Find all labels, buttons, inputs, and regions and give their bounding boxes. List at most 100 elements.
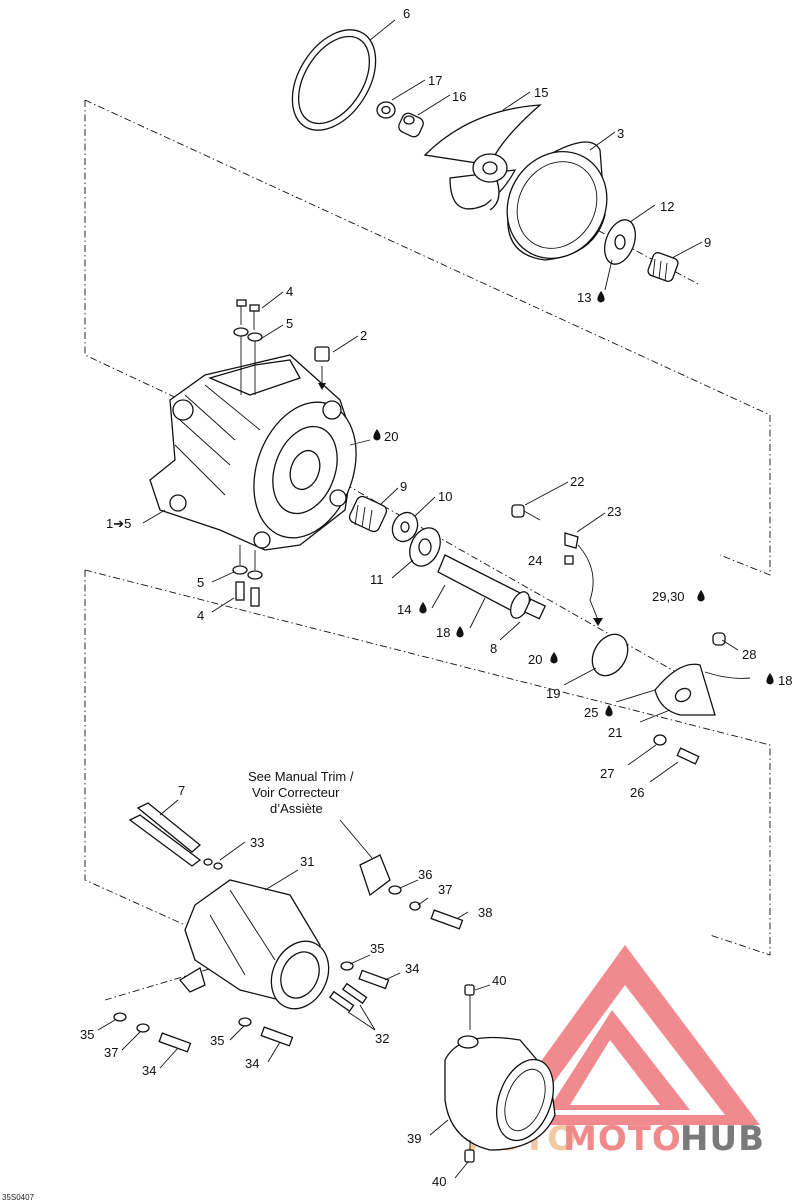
callout-34-right: 34 bbox=[405, 961, 419, 976]
part-4-5-screws-top bbox=[233, 299, 263, 395]
callout-11: 11 bbox=[370, 572, 384, 587]
callout-37-left: 37 bbox=[104, 1045, 118, 1060]
assembly-outline-lower bbox=[84, 569, 771, 956]
callout-35-left: 35 bbox=[80, 1027, 94, 1042]
lube-drop-icon bbox=[766, 673, 774, 685]
drawing-code: 35S0407 bbox=[2, 1193, 35, 1202]
callout-27: 27 bbox=[600, 766, 614, 781]
callout-20-oring: 20 bbox=[528, 652, 542, 667]
part-3-wear-ring bbox=[506, 141, 608, 261]
callout-20-housing: 20 bbox=[384, 429, 398, 444]
callout-15: 15 bbox=[534, 85, 548, 100]
lube-drop-icon bbox=[697, 590, 705, 602]
part-28-plug bbox=[712, 632, 726, 646]
callout-4-bottom: 4 bbox=[197, 608, 204, 623]
callout-5-top: 5 bbox=[286, 316, 293, 331]
part-19-o-ring bbox=[591, 633, 629, 677]
manual-trim-ref-part bbox=[339, 819, 391, 897]
callout-35-center: 35 bbox=[210, 1033, 224, 1048]
part-7-pin bbox=[128, 802, 202, 867]
watermark-logo bbox=[495, 945, 760, 1125]
part-15-impeller bbox=[423, 104, 542, 211]
part-23-clip bbox=[564, 532, 603, 626]
callout-22: 22 bbox=[570, 474, 584, 489]
callout-23: 23 bbox=[607, 504, 621, 519]
lube-drop-icon bbox=[419, 602, 427, 614]
leader-lines bbox=[97, 19, 739, 1179]
lube-drop-icon bbox=[373, 429, 381, 441]
manual-trim-note: See Manual Trim / Voir Correcteur d’Assi… bbox=[248, 769, 354, 816]
callout-1-to-5: 1➔5 bbox=[106, 516, 131, 531]
callout-24: 24 bbox=[528, 553, 542, 568]
part-36-37-38-fasteners bbox=[388, 885, 464, 930]
part-2-bleed-fitting bbox=[314, 346, 330, 390]
part-9-needle-bearing-mid bbox=[348, 495, 388, 533]
callout-18-cone: 18 bbox=[778, 673, 792, 688]
note-line-1: See Manual Trim / bbox=[248, 769, 354, 784]
lube-drop-icon bbox=[605, 705, 613, 717]
part-17-bushing bbox=[376, 101, 396, 119]
callout-9-mid: 9 bbox=[400, 479, 407, 494]
callout-26: 26 bbox=[630, 785, 644, 800]
callout-4-top: 4 bbox=[286, 284, 293, 299]
part-26-27-screw-washer bbox=[653, 734, 700, 765]
lube-drop-icon bbox=[456, 626, 464, 638]
part-11-ball-bearing bbox=[409, 527, 441, 567]
part-39-nozzle bbox=[444, 1035, 556, 1151]
callout-34-center: 34 bbox=[245, 1056, 259, 1071]
part-40-screws bbox=[464, 984, 475, 1163]
callout-2: 2 bbox=[360, 328, 367, 343]
callout-28: 28 bbox=[742, 647, 756, 662]
part-10-washer bbox=[391, 511, 419, 543]
callout-34-left: 34 bbox=[142, 1063, 156, 1078]
part-4-5-screws-bottom bbox=[232, 545, 263, 607]
callout-40-bottom: 40 bbox=[432, 1174, 446, 1189]
callout-9-top: 9 bbox=[704, 235, 711, 250]
callout-33: 33 bbox=[250, 835, 264, 850]
callout-6: 6 bbox=[403, 6, 410, 21]
note-line-2: Voir Correcteur bbox=[252, 785, 340, 800]
callout-40-top: 40 bbox=[492, 973, 506, 988]
callout-38: 38 bbox=[478, 905, 492, 920]
callout-35-right: 35 bbox=[370, 941, 384, 956]
part-21-pump-cone bbox=[654, 663, 751, 716]
part-12-bearing-cover bbox=[604, 219, 636, 265]
part-35-34-fasteners-center bbox=[238, 1017, 294, 1047]
callout-17: 17 bbox=[428, 73, 442, 88]
part-22-screw bbox=[511, 504, 541, 521]
part-1-pump-housing bbox=[149, 354, 357, 551]
callout-13: 13 bbox=[577, 290, 591, 305]
callout-29-30: 29,30 bbox=[652, 589, 685, 604]
part-31-venturi bbox=[179, 879, 330, 1010]
lube-drop-icon bbox=[550, 652, 558, 664]
part-9-needle-bearing-top bbox=[647, 252, 679, 282]
part-33-rings bbox=[203, 858, 223, 870]
callout-18-shaft: 18 bbox=[436, 625, 450, 640]
lube-drop-icon bbox=[597, 291, 605, 303]
watermark-moto: MOTO bbox=[563, 1119, 682, 1159]
callout-7: 7 bbox=[178, 783, 185, 798]
part-32-pins bbox=[328, 982, 368, 1013]
callout-10: 10 bbox=[438, 489, 452, 504]
part-24-plug bbox=[564, 555, 574, 565]
part-8-impeller-shaft bbox=[437, 554, 547, 620]
callout-31: 31 bbox=[300, 854, 314, 869]
part-35-37-34-fasteners-left bbox=[113, 1012, 192, 1053]
callout-3: 3 bbox=[617, 126, 624, 141]
watermark-hub: HUB bbox=[680, 1119, 765, 1159]
callout-25: 25 bbox=[584, 705, 598, 720]
callout-19: 19 bbox=[546, 686, 560, 701]
callout-16: 16 bbox=[452, 89, 466, 104]
part-6-wear-ring-seal bbox=[291, 29, 377, 131]
callout-12: 12 bbox=[660, 199, 674, 214]
callout-5-bottom: 5 bbox=[197, 575, 204, 590]
callout-14: 14 bbox=[397, 602, 411, 617]
callout-36: 36 bbox=[418, 867, 432, 882]
callout-8: 8 bbox=[490, 641, 497, 656]
callout-32: 32 bbox=[375, 1031, 389, 1046]
callout-21: 21 bbox=[608, 725, 622, 740]
callout-37-right: 37 bbox=[438, 882, 452, 897]
note-line-3: d’Assiète bbox=[270, 801, 323, 816]
callout-39: 39 bbox=[407, 1131, 421, 1146]
